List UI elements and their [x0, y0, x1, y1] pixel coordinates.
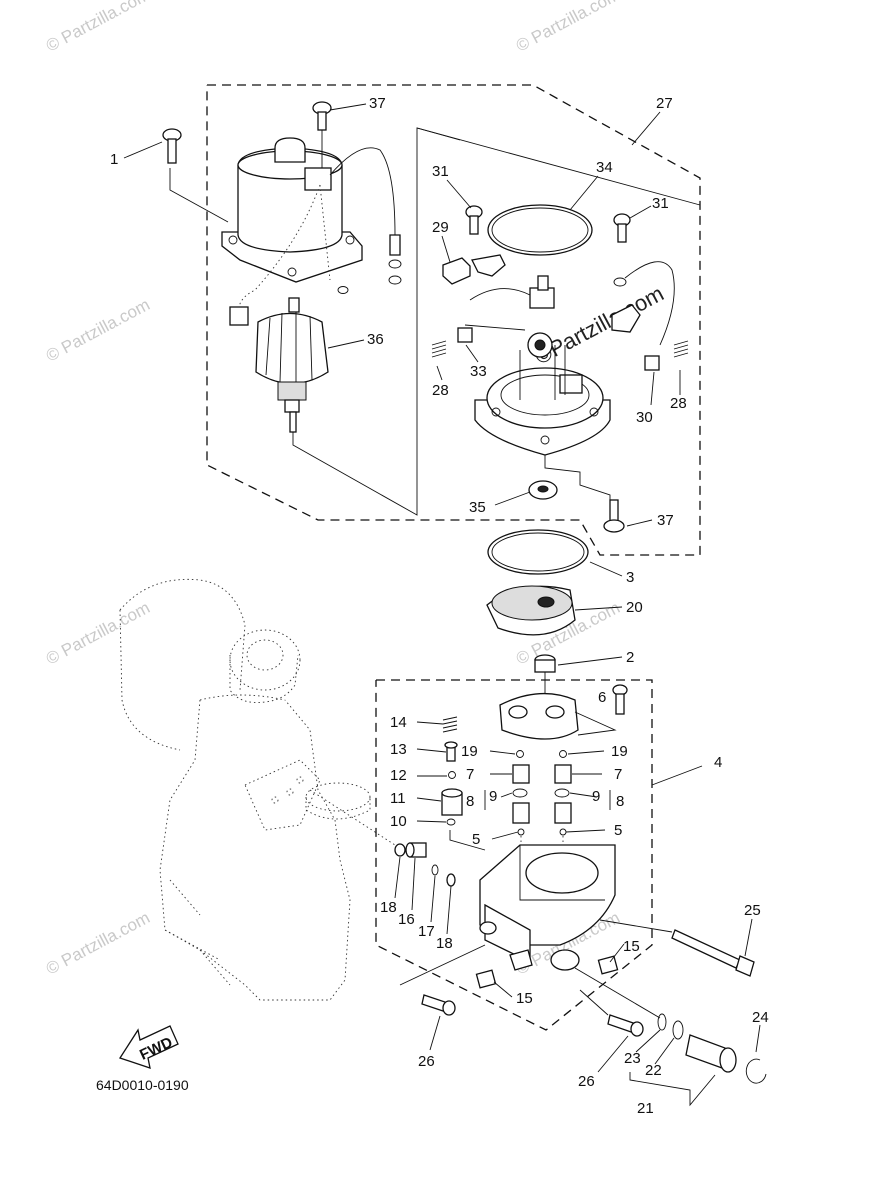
watermark: © Partzilla.com	[43, 295, 153, 366]
leader-lines	[123, 103, 761, 1073]
brush-holder-parts	[431, 254, 689, 371]
callout: 11	[390, 790, 406, 807]
o-ring	[487, 529, 589, 575]
assembly-outlines	[206, 84, 701, 1031]
callout: 1	[110, 151, 118, 168]
callout: 24	[752, 1009, 769, 1026]
callout-numbers: 1 37 27 31 34 31 29 36 28 33 30 28 35 37…	[110, 95, 769, 1117]
callout: 8	[466, 793, 474, 810]
callout: 19	[461, 743, 478, 760]
callout: 37	[369, 95, 386, 112]
callout: 7	[614, 766, 622, 783]
armature	[255, 297, 329, 433]
screw	[465, 205, 483, 235]
callout: 18	[380, 899, 397, 916]
callout: 8	[616, 793, 624, 810]
callout: 12	[390, 767, 407, 784]
o-ring	[487, 204, 593, 256]
callout: 35	[469, 499, 486, 516]
callout: 30	[636, 409, 653, 426]
callout: 31	[432, 163, 449, 180]
callout: 21	[637, 1100, 654, 1117]
callout: 26	[578, 1073, 595, 1090]
end-cover	[474, 345, 611, 510]
callout: 17	[418, 923, 435, 940]
manual-valve	[574, 967, 767, 1107]
callout: 20	[626, 599, 643, 616]
callout: 3	[626, 569, 634, 586]
callout: 13	[390, 741, 407, 758]
callout: 23	[624, 1050, 641, 1067]
plug	[597, 955, 619, 975]
callout: 15	[516, 990, 533, 1007]
callout: 31	[652, 195, 669, 212]
callout: 5	[614, 822, 622, 839]
callout: 5	[472, 831, 480, 848]
screw	[603, 499, 625, 533]
callout: 37	[657, 512, 674, 529]
watermark: © Partzilla.com	[43, 598, 153, 669]
callout: 28	[670, 395, 687, 412]
callout: 7	[466, 766, 474, 783]
bolt	[579, 989, 644, 1037]
callout: 6	[598, 689, 606, 706]
long-bolt	[599, 919, 755, 977]
callout: 33	[470, 363, 487, 380]
callout: 36	[367, 331, 384, 348]
callout: 9	[489, 788, 497, 805]
fwd-arrow-icon: FWD	[119, 1025, 179, 1069]
callout: 14	[390, 714, 407, 731]
callout: 25	[744, 902, 761, 919]
side-plugs	[394, 842, 456, 887]
callout: 10	[390, 813, 407, 830]
callout: 15	[623, 938, 640, 955]
callout: 2	[626, 649, 634, 666]
screw	[613, 213, 631, 243]
callout: 28	[432, 382, 449, 399]
callout: 19	[611, 743, 628, 760]
callout: 34	[596, 159, 613, 176]
screw	[312, 101, 332, 168]
pump-body	[449, 830, 616, 971]
bolt	[162, 128, 182, 164]
callout: 9	[592, 788, 600, 805]
bolt	[399, 944, 486, 1016]
bolt	[612, 684, 628, 715]
callout: 4	[714, 754, 722, 771]
filter-plate	[486, 585, 576, 636]
callout: 16	[398, 911, 415, 928]
plug	[475, 969, 497, 989]
callout: 18	[436, 935, 453, 952]
watermark: © Partzilla.com	[513, 0, 623, 56]
diagram-code: 64D0010-0190	[96, 1077, 189, 1093]
tilt-cylinder-outline	[119, 578, 396, 1001]
watermark: © Partzilla.com	[43, 0, 153, 56]
valve-plate	[499, 692, 617, 740]
valve-parts	[441, 716, 572, 890]
callout: 26	[418, 1053, 435, 1070]
leader-lines-top	[169, 127, 701, 516]
callout: 27	[656, 95, 673, 112]
callout: 29	[432, 219, 449, 236]
watermark: © Partzilla.com	[43, 908, 153, 979]
callout: 22	[645, 1062, 662, 1079]
motor-housing	[221, 137, 402, 326]
